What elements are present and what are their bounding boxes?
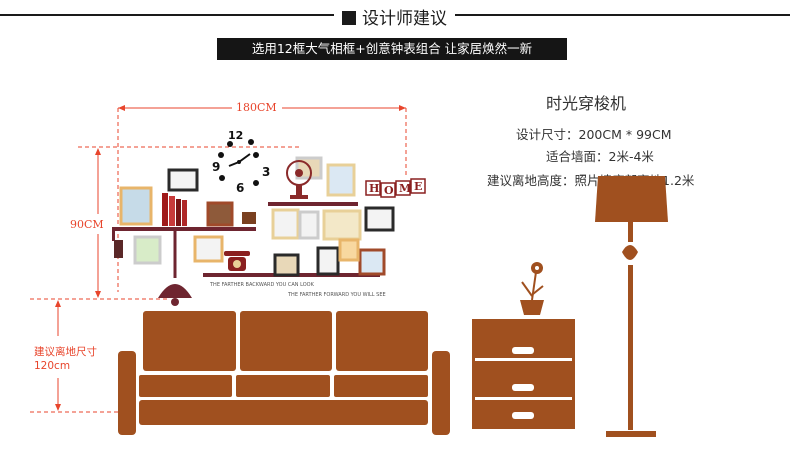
floor-dimension <box>30 300 120 413</box>
home-letters: H O M E <box>365 178 426 198</box>
books-decor <box>162 193 187 226</box>
shelf-quote-2: THE FARTHER FORWARD YOU WILL SEE <box>287 292 386 298</box>
photo-frames <box>119 156 395 277</box>
clock-number-12: 12 <box>228 129 243 142</box>
home-letter-h: H <box>369 182 379 195</box>
clock-number-6: 6 <box>236 181 244 195</box>
height-dimension <box>30 146 300 300</box>
height-dimension-label: 90CM <box>70 218 104 231</box>
spec-value: 200CM * 99CM <box>578 127 672 142</box>
clock-number-3: 3 <box>262 165 270 179</box>
clock-number-9: 9 <box>212 160 220 174</box>
fan-decor <box>286 160 312 199</box>
spec-design-size: 设计尺寸：200CM * 99CM <box>516 124 672 143</box>
spec-wall-size: 适合墙面：2米-4米 <box>546 146 654 165</box>
spec-label: 适合墙面： <box>546 149 609 164</box>
spec-label: 设计尺寸： <box>516 127 579 142</box>
sofa <box>118 311 450 435</box>
home-letter-e: E <box>414 180 422 193</box>
floor-lamp <box>595 176 668 437</box>
product-name: 时光穿梭机 <box>546 94 627 113</box>
spec-value: 2米-4米 <box>608 149 654 164</box>
promo-banner: 选用12框大气相框+创意钟表组合 让家居焕然一新 <box>217 38 567 60</box>
pendant-lamp <box>158 231 192 306</box>
floor-height-label-line-1: 建议离地尺寸 <box>34 346 97 358</box>
camera-decor <box>242 212 256 224</box>
drawer-cabinet <box>472 319 575 429</box>
potted-flower <box>520 262 544 315</box>
spec-label: 建议离地高度： <box>487 173 575 188</box>
section-title-text: 设计师建议 <box>362 9 447 29</box>
home-letter-o: O <box>384 184 394 197</box>
telephone-decor <box>224 251 250 271</box>
section-title: 设计师建议 <box>342 4 447 29</box>
header-divider-left <box>0 14 334 16</box>
width-dimension <box>117 105 407 292</box>
section-header: 设计师建议 <box>0 0 790 30</box>
home-letter-m: M <box>399 182 411 195</box>
floor-height-label: 建议离地尺寸 120cm <box>34 345 97 373</box>
small-tag-decor <box>114 240 123 258</box>
square-bullet-icon <box>342 11 356 25</box>
wall-clock: 12 3 6 9 <box>212 129 270 195</box>
width-dimension-label: 180CM <box>236 101 277 114</box>
header-divider-right <box>455 14 790 16</box>
shelf-quote-1: THE FARTHER BACKWARD YOU CAN LOOK <box>209 282 315 288</box>
floor-height-label-line-2: 120cm <box>34 360 71 372</box>
